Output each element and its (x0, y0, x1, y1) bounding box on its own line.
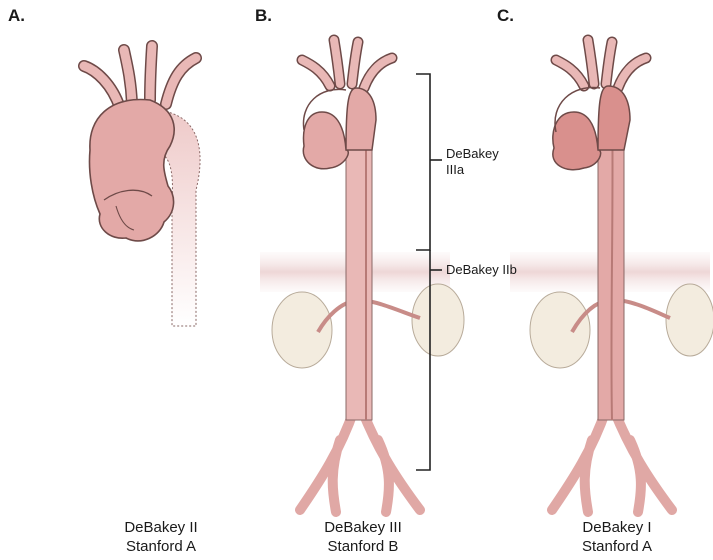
panel-c-caption-line1: DeBakey I (532, 518, 702, 537)
panel-b-iliac-arteries (300, 410, 420, 512)
panel-a-caption: DeBakey II Stanford A (76, 518, 246, 556)
panel-b-caption-line1: DeBakey III (278, 518, 448, 537)
panel-c-iliac-arteries (552, 410, 672, 512)
panel-b-caption-line2: Stanford B (278, 537, 448, 556)
panel-b-illustration (260, 40, 464, 512)
panel-a-illustration (84, 46, 200, 326)
annotation-debakey-iiia-line1: DeBakey (446, 146, 499, 162)
panel-b-abdominal-aorta (346, 150, 372, 420)
panel-c-illustration (510, 40, 713, 512)
panel-a-letter: A. (8, 6, 25, 26)
annotation-debakey-iiia-line2: IIIa (446, 162, 499, 178)
panel-c-letter: C. (497, 6, 514, 26)
panel-c-caption-line2: Stanford A (532, 537, 702, 556)
annotation-debakey-iiib: DeBakey IIb (446, 262, 517, 278)
panel-b-left-kidney (272, 292, 332, 368)
panel-b-right-kidney (412, 284, 464, 356)
panel-b-letter: B. (255, 6, 272, 26)
panel-a-caption-line1: DeBakey II (76, 518, 246, 537)
panel-c-caption: DeBakey I Stanford A (532, 518, 702, 556)
annotation-debakey-iiia: DeBakey IIIa (446, 146, 499, 178)
panel-b-caption: DeBakey III Stanford B (278, 518, 448, 556)
panel-c-right-kidney (666, 284, 713, 356)
panel-c-left-kidney (530, 292, 590, 368)
panel-a-ascending-dissection (89, 100, 174, 241)
panel-a-caption-line2: Stanford A (76, 537, 246, 556)
